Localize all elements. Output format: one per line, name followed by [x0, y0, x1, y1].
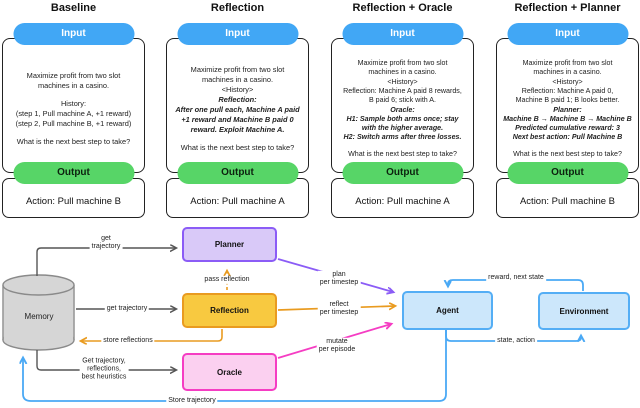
prompt-line: What is the next best step to take? — [348, 149, 457, 158]
prompt-line: Planner: — [553, 105, 582, 114]
reflection-node: Reflection — [182, 293, 277, 328]
prompt-line: B paid 6; stick with A. — [368, 96, 437, 105]
prompt-line: Machine B paid 1; B looks better. — [515, 96, 620, 105]
input-pill: Input — [13, 23, 134, 45]
environment-node: Environment — [538, 292, 630, 330]
output-pill: Output — [177, 162, 298, 184]
prompt-line: Reflection: Machine A paid 8 rewards, — [343, 86, 462, 95]
output-pill: Output — [507, 162, 628, 184]
output-pill: Output — [342, 162, 463, 184]
memory-node-label: Memory — [24, 312, 54, 321]
label-plan-per-timestep: plan per timestep — [317, 270, 361, 288]
action-card: Action: Pull machine A — [166, 178, 309, 218]
arrow-get-trajectory-planner — [36, 248, 176, 276]
card-baseline: Baseline Input Maximize profit from two … — [2, 0, 145, 222]
card-title: Reflection + Planner — [514, 2, 621, 14]
prompt-line: <History> — [552, 77, 583, 86]
prompt-line: <History> — [221, 85, 254, 95]
arrow-store-trajectory — [23, 330, 447, 402]
prompt-line: with the higher average. — [361, 124, 444, 133]
prompt-line: Maximize profit from two slot — [357, 59, 448, 68]
prompt-line: (step 2, Pull machine B, +1 reward) — [15, 118, 132, 128]
prompt-line: machines in a casino. — [368, 68, 437, 77]
prompt-line: Maximize profit from two slot — [26, 71, 121, 81]
prompt-line: Maximize profit from two slot — [522, 59, 613, 68]
prompt-line: What is the next best step to take? — [180, 142, 295, 152]
label-get-trajectory-oracle: Get trajectory, reflections, best heuris… — [79, 357, 129, 383]
card-title: Baseline — [50, 2, 97, 14]
prompt-line: <History> — [387, 77, 418, 86]
label-reward-next-state: reward, next state — [486, 273, 546, 283]
card-reflection: Reflection Input Maximize profit from tw… — [166, 0, 309, 222]
prompt-line: machines in a casino. — [201, 75, 274, 85]
card-title: Reflection + Oracle — [352, 2, 453, 14]
card-title: Reflection — [210, 2, 265, 14]
oracle-node: Oracle — [182, 353, 277, 391]
input-pill: Input — [507, 23, 628, 45]
prompt-line: H2: Switch arms after three losses. — [343, 133, 462, 142]
label-get-trajectory-reflection: get trajectory — [104, 304, 150, 314]
prompt-line: machines in a casino. — [533, 68, 602, 77]
prompt-line: Maximize profit from two slot — [190, 65, 285, 75]
label-pass-reflection: pass reflection — [202, 275, 252, 285]
planner-node: Planner — [182, 227, 277, 262]
action-card: Action: Pull machine B — [2, 178, 145, 218]
prompt-line: After one pull each, Machine A paid — [175, 105, 300, 114]
action-card: Action: Pull machine A — [331, 178, 474, 218]
label-store-reflections: store reflections — [101, 336, 155, 346]
arrow-store-reflections — [81, 329, 223, 341]
memory-cylinder-shape — [2, 274, 75, 351]
prompt-line: Reflection: Machine A paid 0, — [521, 86, 614, 95]
prompt-line: +1 reward and Machine B paid 0 — [181, 114, 294, 124]
arrow-get-trajectory-oracle — [36, 350, 176, 370]
prompt-line: Machine B → Machine B → Machine B — [503, 114, 632, 123]
prompt-line: Oracle: — [390, 105, 415, 114]
prompt-line: What is the next best step to take? — [513, 149, 622, 158]
card-reflection-planner: Reflection + Planner Input Maximize prof… — [496, 0, 639, 222]
prompt-line: H1: Sample both arms once; stay — [346, 114, 459, 123]
label-mutate-per-episode: mutate per episode — [316, 337, 358, 355]
input-pill: Input — [342, 23, 463, 45]
card-reflection-oracle: Reflection + Oracle Input Maximize profi… — [331, 0, 474, 222]
label-get-trajectory-planner: get trajectory — [89, 234, 123, 252]
prompt-line: (step 1, Pull machine A, +1 reward) — [15, 109, 132, 118]
prompt-line: Next best action: Pull Machine B — [512, 133, 623, 142]
label-store-trajectory: Store trajectory — [166, 396, 218, 406]
prompt-line: What is the next best step to take? — [16, 136, 131, 146]
prompt-line: Predicted cumulative reward: 3 — [515, 124, 620, 133]
output-pill: Output — [13, 162, 134, 184]
prompt-line: reward. Exploit Machine A. — [190, 124, 285, 134]
agent-node: Agent — [402, 291, 493, 330]
label-reflect-per-timestep: reflect per timestep — [317, 300, 361, 318]
action-card: Action: Pull machine B — [496, 178, 639, 218]
input-pill: Input — [177, 23, 298, 45]
label-state-action: state, action — [495, 336, 537, 346]
prompt-line: History: — [60, 99, 87, 109]
prompt-line: machines in a casino. — [37, 81, 110, 91]
prompt-line: Reflection: — [218, 95, 257, 105]
